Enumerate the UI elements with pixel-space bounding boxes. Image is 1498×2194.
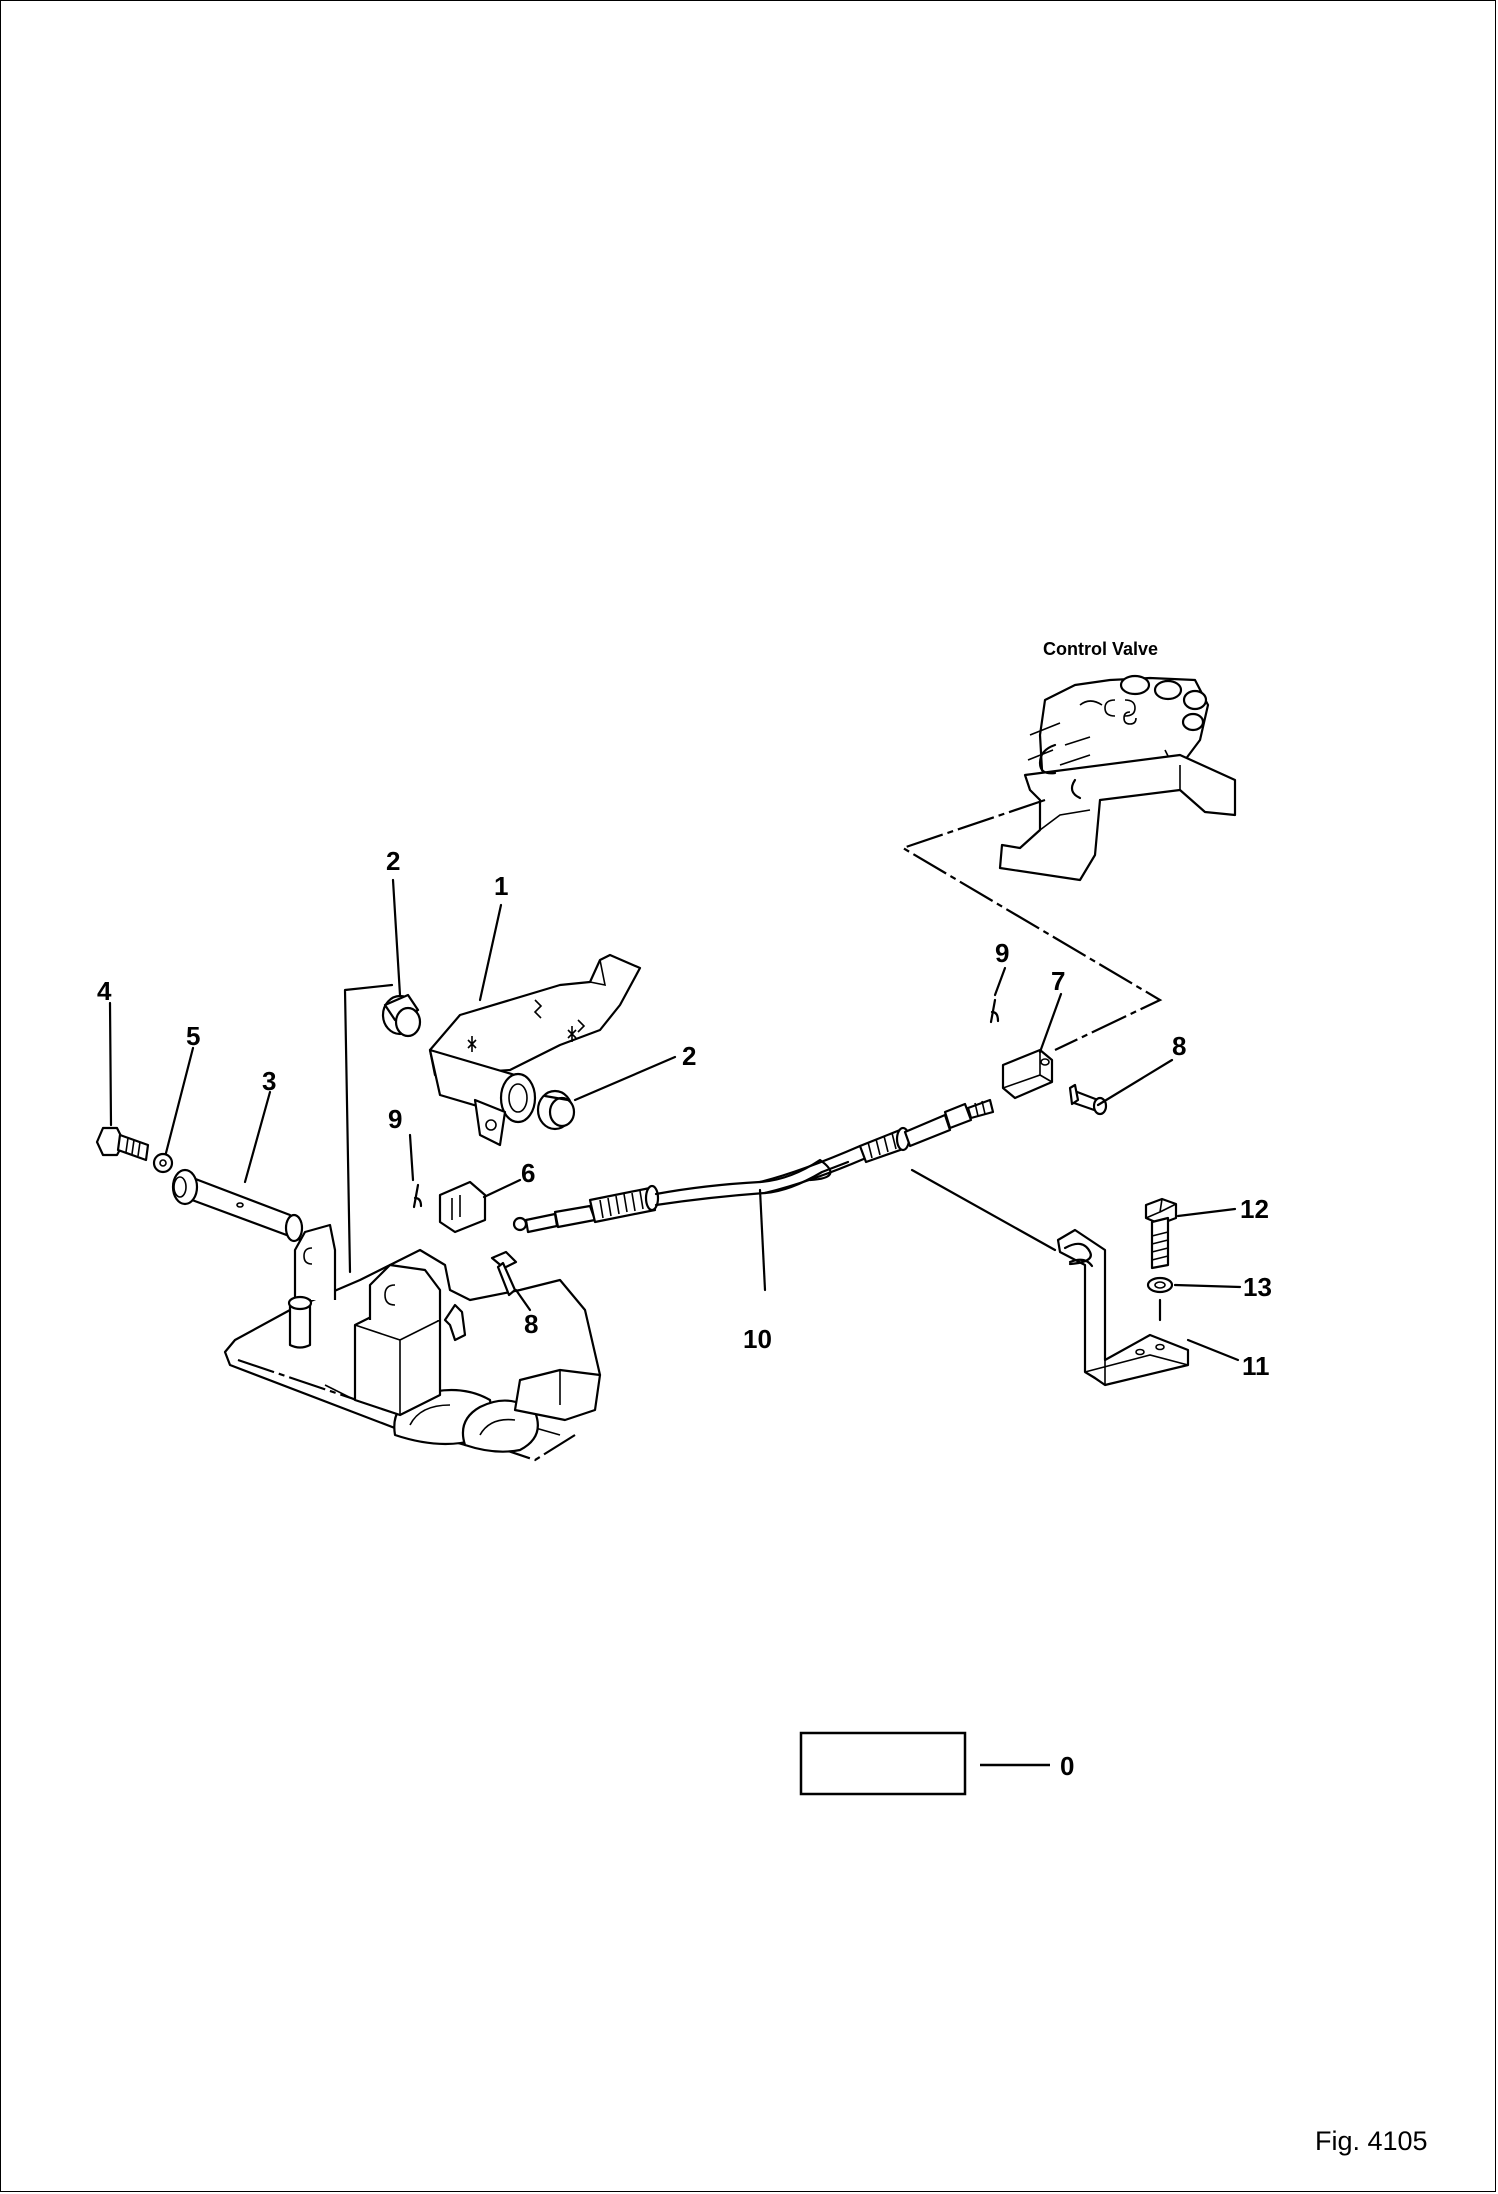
right-clevis-parts [989, 998, 1108, 1116]
callout-10: 10 [743, 1324, 772, 1354]
control-valve: Control Valve [900, 639, 1237, 1051]
callout-1: 1 [494, 871, 508, 901]
callout-8: 8 [1172, 1031, 1186, 1061]
callout-13: 13 [1243, 1272, 1272, 1302]
leader-lines [108, 878, 1242, 1362]
callout-9: 9 [995, 938, 1009, 968]
pedal-assembly [381, 953, 642, 1147]
control-valve-label: Control Valve [1043, 639, 1158, 659]
callout-3: 3 [262, 1066, 276, 1096]
cable-bracket [1056, 1197, 1190, 1387]
pedal-base [223, 983, 602, 1462]
callout-labels: 2 1 2 4 5 3 9 6 8 10 9 7 8 12 13 11 [97, 846, 1272, 1381]
callout-6: 6 [521, 1158, 535, 1188]
callout-2: 2 [682, 1041, 696, 1071]
callout-11: 11 [1242, 1351, 1270, 1381]
callout-2: 2 [386, 846, 400, 876]
figure-number: Fig. 4105 [1315, 2126, 1428, 2156]
callout-7: 7 [1051, 966, 1065, 996]
assembly-box [799, 1731, 967, 1796]
callout-9: 9 [388, 1104, 402, 1134]
left-clevis-parts [412, 1180, 518, 1297]
callout-8: 8 [524, 1309, 538, 1339]
assembly-callout: 0 [799, 1731, 1074, 1796]
assembly-number: 0 [1060, 1751, 1074, 1781]
callout-12: 12 [1240, 1194, 1269, 1224]
control-cable [512, 1098, 1057, 1252]
pin-bolt-washer [95, 1126, 304, 1243]
callout-5: 5 [186, 1021, 200, 1051]
callout-4: 4 [97, 976, 112, 1006]
